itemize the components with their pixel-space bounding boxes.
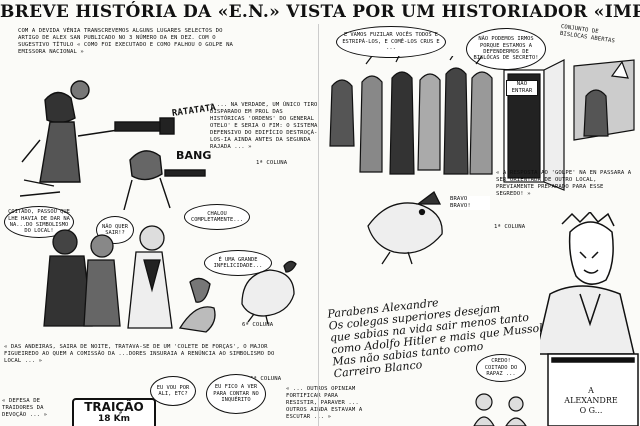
handwritten-note: Parabens Alexandre Os colegas superiores… [326,296,561,381]
sign-km-label: 18 Km [97,414,130,424]
small-figures-bottom-drawing [473,393,527,426]
speech-bubble-nao-quer: NÃO QUER SAIR!? [96,216,134,244]
traicao-road-sign: TRAIÇÃO 18 Km [72,398,156,426]
small-left-text: « DEFESA DE TRAIDORES DA DEVOÇÃO ... » [2,398,48,418]
speech-bubble-credo: CREDO! COITADO DO RAPAZ ... [476,354,526,382]
speech-bubble-chalou: CHALOU COMPLETAMENTE... [184,204,250,230]
speech-bubble-eu-fico: EU FICO A VER PARA CONTAR NO INQUÉRITO [206,374,266,414]
page-fold [318,24,319,426]
soldiers-shooting-drawing [20,80,206,210]
column-ref-1: 1ª COLUNA [256,160,288,166]
speech-bubble-eu-vou: EU VOU POR ALI, ETC? [150,376,196,406]
statue-label-rest: O G... [579,406,603,415]
speech-bubble-coitado: COITADO, PASSOU QUE LHE HAVIA DE DAR NA … [4,206,74,238]
bravo-text: BRAVO BRAVO! [450,196,490,210]
statue-label-name: ALEXANDRE [564,396,618,405]
column-ref-4: 1ª COLUNA [494,224,526,230]
sign-traicao-label: TRAIÇÃO [84,400,144,414]
statue-plaque: A ALEXANDRE O G... [554,386,628,416]
quote-2: « A RESPOSTA AO 'GOLPE' NA EN PASSARA A … [496,170,632,197]
statue-label-a: A [588,386,594,395]
column-ref-2: 6ª COLUNA [242,322,274,328]
caption-top-right: CONJUNTO DE BISLÓCAS ABERTAS [559,23,616,45]
door-sign-text: NÃO ENTRAR [506,80,538,96]
speech-bubble-fuzilar: E VAMOS FUZILAR VOCÊS TODOS E ESTRIPÁ-LO… [336,26,446,58]
page-title: BREVE HISTÓRIA DA «E.N.» VISTA POR UM HI… [0,2,640,22]
group-of-men-drawing [43,225,216,333]
rooster-drawing [241,260,297,324]
small-bottom-text: « ... OUTROS OPINIAM FORTIFICAR PARA RES… [286,386,363,420]
bird-drawing [367,191,443,265]
bust-statue-drawing [540,212,639,426]
quote-1: « ... NA VERDADE, UM ÚNICO TIRO DISPARAD… [210,102,318,150]
intro-text: COM A DEVIDA VÉNIA TRANSCREVEMOS ALGUNS … [18,28,233,55]
bang-text: BANG [176,149,212,162]
caption-text: « DAS ANDEIRAS, SAIRA DE NOITE, TRATAVA-… [4,344,275,364]
